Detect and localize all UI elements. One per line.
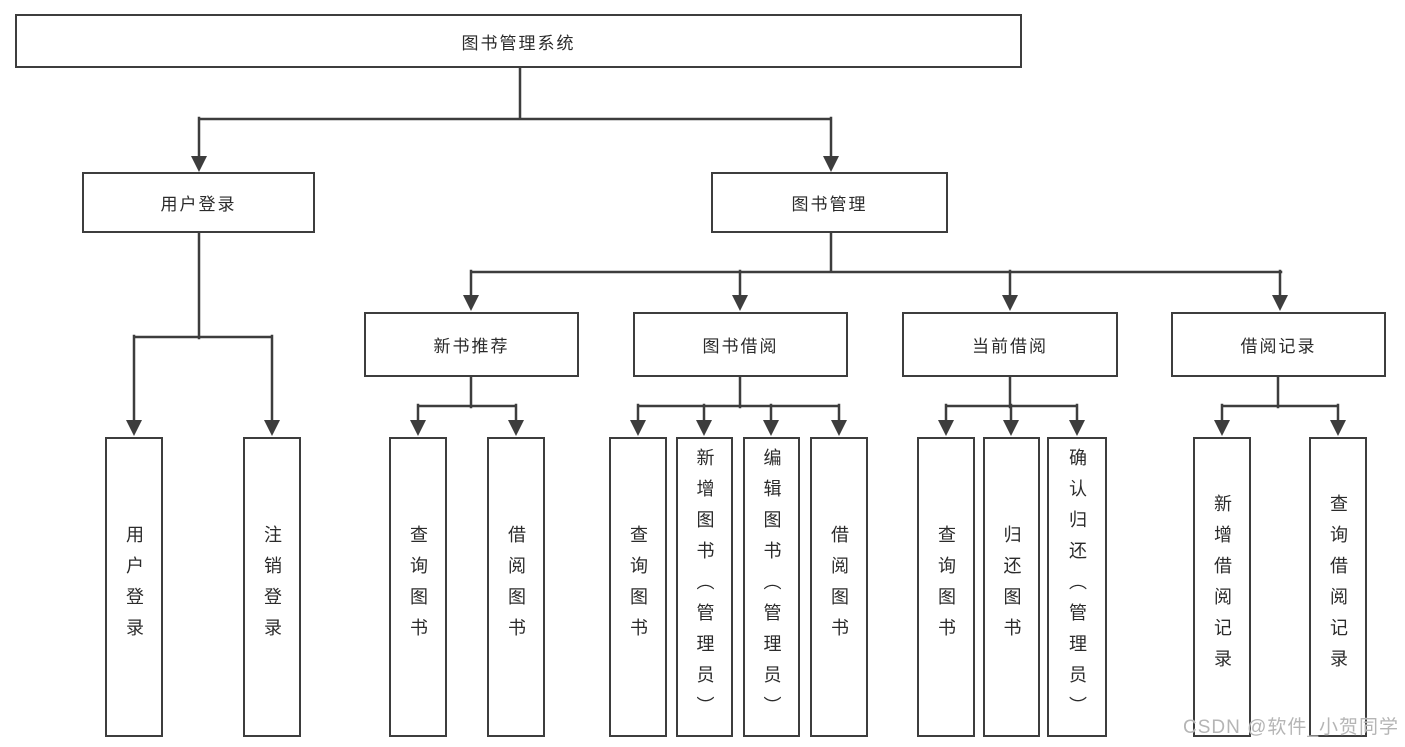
leaf-label: 借阅图书 <box>506 525 526 649</box>
leaf-add-books-admin: 新增图书（管理员） <box>676 437 733 737</box>
leaf-label: 用户登录 <box>124 525 144 649</box>
leaf-query-borrow-record: 查询借阅记录 <box>1309 437 1367 737</box>
node-book-management: 图书管理 <box>711 172 948 233</box>
leaf-borrow-books: 借阅图书 <box>810 437 868 737</box>
arrowheads <box>126 156 1346 436</box>
leaf-label: 归还图书 <box>1001 525 1022 649</box>
leaf-label: 编辑图书（管理员） <box>761 447 782 727</box>
leaf-user-login: 用户登录 <box>105 437 163 737</box>
node-current-borrow: 当前借阅 <box>902 312 1118 377</box>
leaf-borrow-books-recommend: 借阅图书 <box>487 437 545 737</box>
leaf-label: 查询图书 <box>628 525 648 649</box>
leaf-label: 查询图书 <box>408 525 428 649</box>
leaf-label: 新增借阅记录 <box>1212 494 1232 680</box>
leaf-logout: 注销登录 <box>243 437 301 737</box>
csdn-watermark: CSDN @软件_小贺同学 <box>1183 717 1399 738</box>
leaf-label: 查询借阅记录 <box>1328 494 1348 680</box>
node-borrow-records: 借阅记录 <box>1171 312 1386 377</box>
leaf-label: 查询图书 <box>936 525 956 649</box>
leaf-add-borrow-record: 新增借阅记录 <box>1193 437 1251 737</box>
leaf-label: 借阅图书 <box>829 525 849 649</box>
leaf-confirm-return-admin: 确认归还（管理员） <box>1047 437 1107 737</box>
node-root: 图书管理系统 <box>15 14 1022 68</box>
leaf-label: 注销登录 <box>262 525 282 649</box>
leaf-return-books: 归还图书 <box>983 437 1040 737</box>
tree-edges <box>132 66 1340 424</box>
leaf-query-books-recommend: 查询图书 <box>389 437 447 737</box>
leaf-label: 新增图书（管理员） <box>694 447 715 727</box>
leaf-query-books-current: 查询图书 <box>917 437 975 737</box>
node-new-book-recommend: 新书推荐 <box>364 312 579 377</box>
leaf-edit-books-admin: 编辑图书（管理员） <box>743 437 800 737</box>
leaf-label: 确认归还（管理员） <box>1067 447 1087 727</box>
node-book-borrow: 图书借阅 <box>633 312 848 377</box>
leaf-query-books-borrow: 查询图书 <box>609 437 667 737</box>
node-user-login: 用户登录 <box>82 172 315 233</box>
